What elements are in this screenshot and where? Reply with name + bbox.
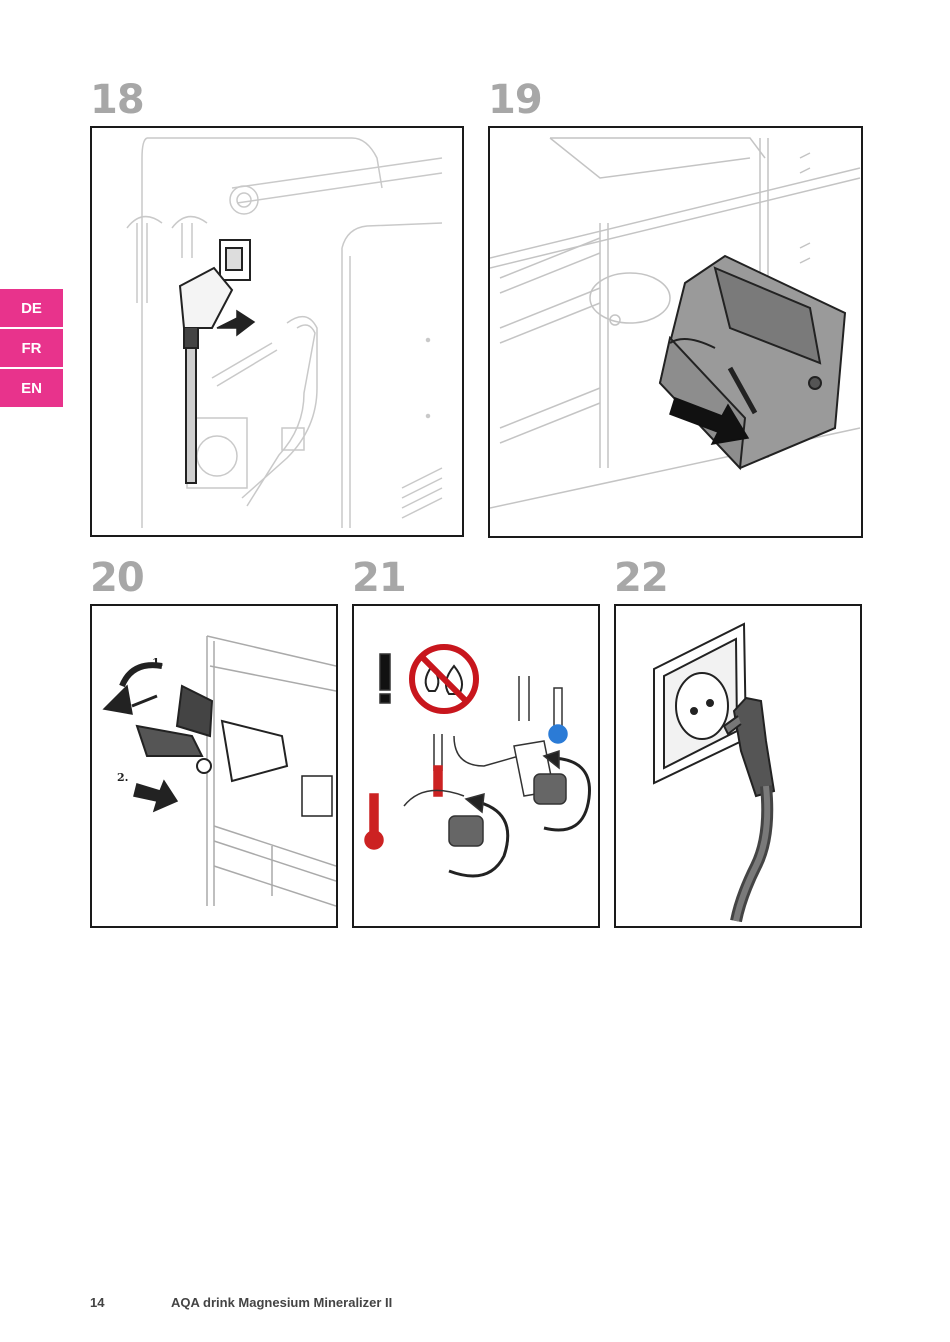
language-tab-en[interactable]: EN — [0, 369, 63, 407]
step-number-18: 18 — [90, 77, 145, 123]
step-18-illustration — [90, 126, 464, 537]
step-number-22: 22 — [614, 555, 669, 601]
step-20-label-2: 2. — [117, 771, 128, 784]
language-tab-de[interactable]: DE — [0, 289, 63, 327]
step-20-label-1: 1. — [152, 656, 163, 669]
page-number: 14 — [90, 1295, 105, 1310]
step-19-illustration — [488, 126, 863, 538]
step-21-illustration — [352, 604, 600, 928]
step-number-20: 20 — [90, 555, 145, 601]
step-number-19: 19 — [488, 77, 543, 123]
footer-product-title: AQA drink Magnesium Mineralizer II — [171, 1295, 393, 1310]
no-water-icon — [409, 644, 479, 714]
cold-thermometer-icon — [548, 687, 568, 744]
step-20-illustration: 1. 2. — [90, 604, 338, 928]
language-tab-fr[interactable]: FR — [0, 329, 63, 367]
step-22-illustration — [614, 604, 862, 928]
step-number-21: 21 — [352, 555, 407, 601]
warning-exclamation-icon — [379, 653, 391, 691]
hot-thermometer-icon — [364, 793, 384, 850]
